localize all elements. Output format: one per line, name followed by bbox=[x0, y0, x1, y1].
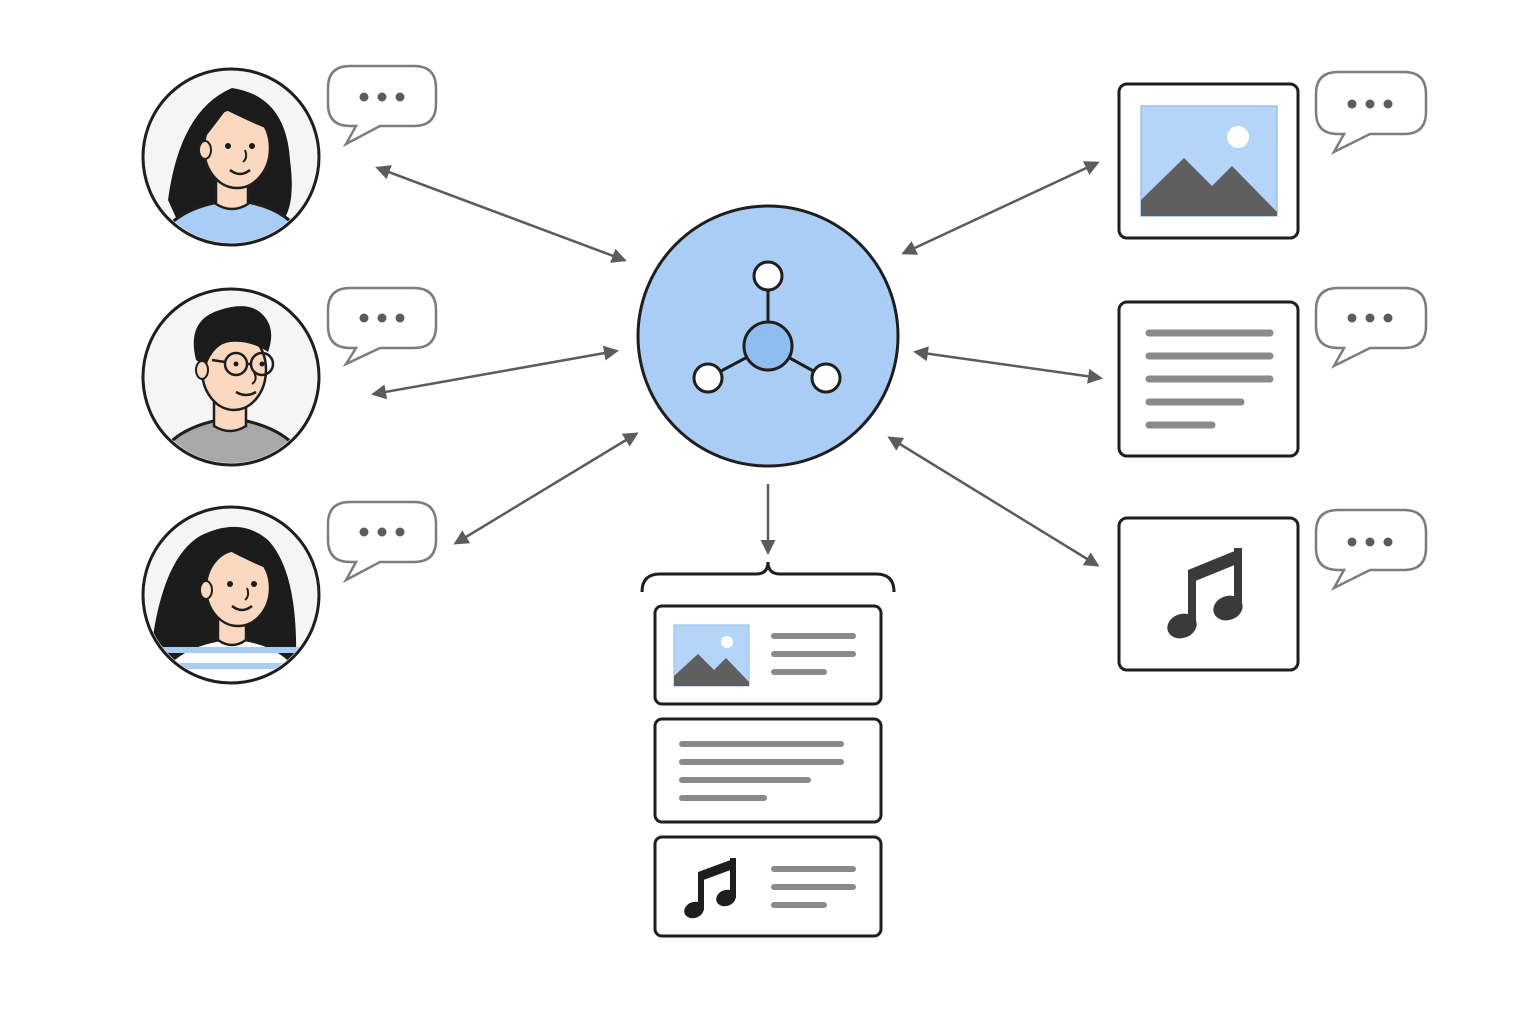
image-icon bbox=[1140, 105, 1278, 217]
arrow-hub-image bbox=[901, 161, 1100, 255]
music-note-icon bbox=[684, 858, 736, 919]
media-card-image bbox=[1117, 82, 1300, 240]
speech-bubble-user-3 bbox=[326, 500, 438, 584]
ellipsis-icon bbox=[1347, 313, 1393, 323]
music-note-icon bbox=[1167, 548, 1243, 639]
network-hub-icon bbox=[692, 260, 842, 394]
ellipsis-icon bbox=[359, 527, 405, 537]
ellipsis-icon bbox=[1347, 537, 1393, 547]
arrow-user3-hub bbox=[453, 432, 639, 545]
arrow-user2-hub bbox=[371, 345, 619, 400]
image-icon bbox=[673, 624, 750, 687]
speech-bubble-audio bbox=[1314, 508, 1428, 591]
ellipsis-icon bbox=[1347, 99, 1393, 109]
text-lines bbox=[771, 633, 856, 675]
avatar-user-1 bbox=[141, 67, 321, 247]
media-card-audio bbox=[1117, 516, 1300, 672]
speech-bubble-user-2 bbox=[326, 286, 438, 367]
ellipsis-icon bbox=[359, 313, 405, 323]
speech-bubble-image bbox=[1314, 70, 1428, 155]
avatar-user-3 bbox=[141, 505, 321, 685]
text-lines bbox=[771, 866, 856, 908]
speech-bubble-document bbox=[1314, 286, 1428, 369]
media-card-document bbox=[1117, 300, 1300, 458]
ellipsis-icon bbox=[359, 92, 405, 102]
speech-bubble-user-1 bbox=[326, 64, 438, 148]
grouping-brace bbox=[640, 561, 896, 593]
document-lines-icon bbox=[1145, 329, 1274, 429]
central-hub bbox=[636, 204, 900, 468]
text-lines bbox=[679, 741, 844, 801]
output-card-image bbox=[653, 604, 883, 706]
connection-arrows bbox=[371, 161, 1103, 567]
avatar-user-2 bbox=[141, 287, 321, 467]
arrow-hub-audio bbox=[887, 436, 1100, 567]
output-card-audio bbox=[653, 835, 883, 938]
arrow-user1-hub bbox=[375, 165, 627, 263]
output-card-text bbox=[653, 717, 883, 824]
glasses-icon bbox=[211, 351, 275, 377]
arrow-hub-document bbox=[913, 346, 1103, 384]
